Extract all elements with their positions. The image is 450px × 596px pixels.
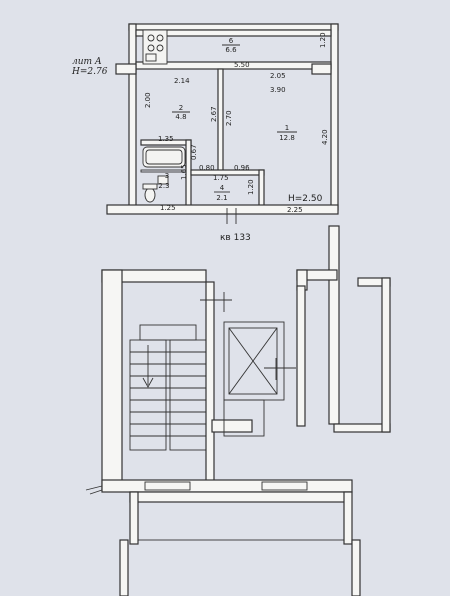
dim-135: 1.35 [158,135,174,143]
apartment-plan: лит А H=2.76 H=2.50 кв 133 6 6.6 2 4.8 1… [71,23,339,243]
room-2-area: 4.8 [175,113,186,121]
room-3-number: 3 [165,172,169,180]
wall-bottom [106,204,339,215]
room-6-area: 6.6 [225,46,237,54]
dim-225: 2.25 [287,206,303,214]
room-6-number: 6 [229,37,234,45]
stair-landing [139,324,197,341]
sink-icon [145,53,157,62]
room-2-number: 2 [179,104,183,112]
dim-214: 2.14 [174,77,190,85]
stove-burner-icon [156,34,164,42]
stairwell-plan [85,225,391,596]
wall-corridor-right [258,169,265,207]
toilet-tank-icon [142,183,158,190]
bathtub-inner-icon [145,149,183,165]
outer-wall-stub [351,539,361,596]
lift-machine-room [223,399,265,437]
outer-wall-stub [119,539,129,596]
room-3-area: 2.3 [158,182,169,190]
lift-car [228,327,278,395]
wall-bath-mid [140,169,187,173]
stove-burner-icon [156,44,164,52]
dim-205: 2.05 [270,72,286,80]
room-1-area: 12.8 [279,134,295,142]
wall-left [128,23,137,211]
entrance-arrow-icon [85,485,103,495]
label-height-top: H=2.76 [71,67,108,77]
dim-125: 1.25 [160,204,176,212]
dim-165: 1.65 [180,164,188,180]
wall-top [128,23,339,31]
stove-burner-icon [147,34,155,42]
bathtub-icon [142,146,186,168]
room-4-number: 4 [220,184,225,192]
wall-partition [217,68,224,174]
stove-burner-icon [147,44,155,52]
dim-200: 2.00 [144,92,152,108]
room-4-area: 2.1 [216,194,227,202]
lift-shaft-wall [296,285,306,427]
wall-right [330,23,339,211]
label-apartment: кв 133 [220,233,251,243]
entrance-door [144,481,191,491]
dim-120b: 1.20 [247,179,255,195]
wall-ledge-left [115,63,137,75]
toilet-icon [144,187,156,203]
dim-270: 2.70 [225,110,233,126]
dim-420: 4.20 [321,129,329,145]
entrance-door [261,481,308,491]
entrance-wall [129,491,351,503]
lift-cross-icon [228,327,278,395]
label-height-room: H=2.50 [288,194,323,204]
down-arrow-icon [142,345,154,388]
stair-wall-right [205,281,215,483]
dim-080: 0.80 [199,164,215,172]
dim-096: 0.96 [234,164,250,172]
dim-120: 1.20 [319,32,327,48]
entrance-wall-left [129,491,139,545]
label-lit: лит А [72,57,102,67]
dim-267: 2.67 [210,106,218,122]
stair-wall-bottom [101,479,353,493]
dim-550: 5.50 [234,61,250,69]
corridor-wall-left [328,225,340,425]
corridor-wall-right [381,277,391,433]
washbasin-icon [157,175,169,185]
dim-067: 0.67 [190,144,198,160]
dim-175: 1.75 [213,174,229,182]
entrance-wall-right [343,491,353,545]
room-1-number: 1 [285,124,289,132]
dim-390: 3.90 [270,86,286,94]
stair-wall-left [101,269,123,491]
wall-loggia-inner [135,29,332,37]
wall-ledge-right [311,63,332,75]
stairs [129,324,207,451]
stair-landing-wall [211,419,253,433]
